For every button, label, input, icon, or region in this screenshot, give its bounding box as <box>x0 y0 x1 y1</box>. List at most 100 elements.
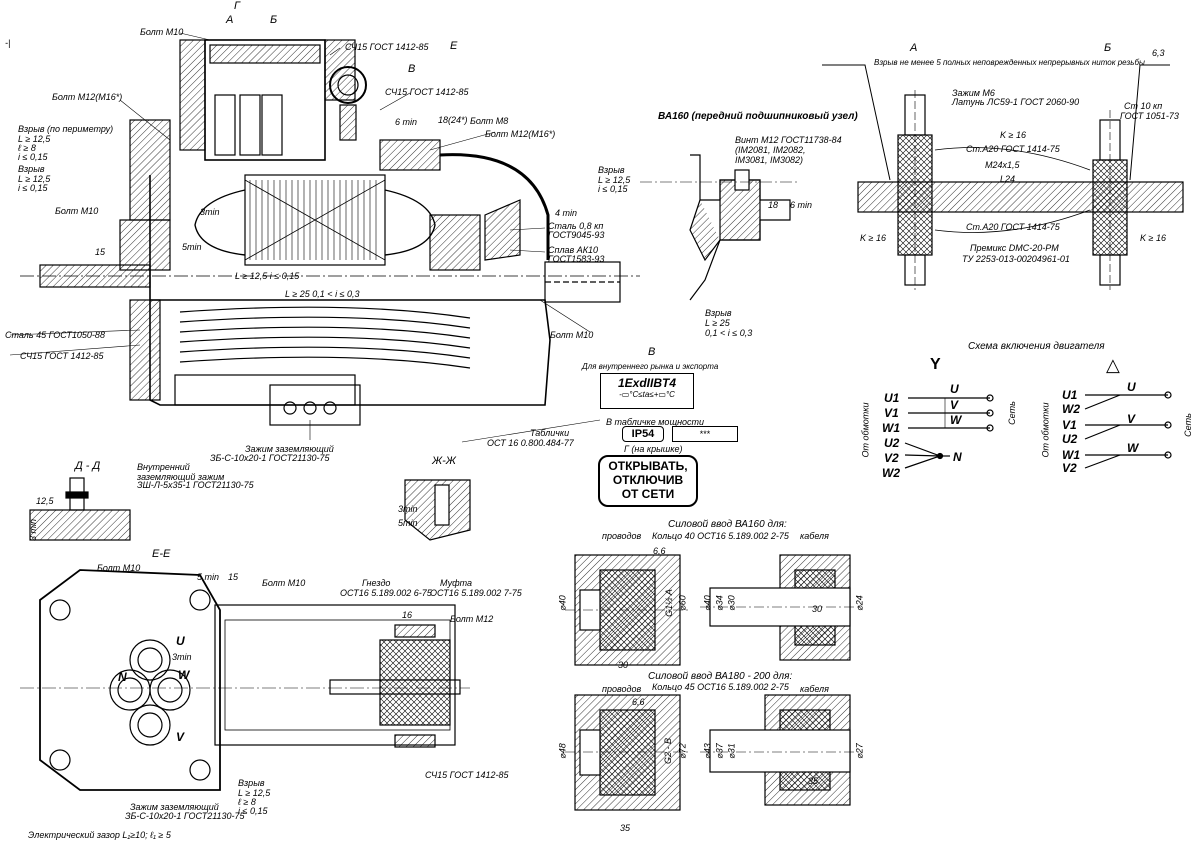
label-gap-vzryv: Взрыв <box>18 164 45 174</box>
ee-terminal-u: U <box>176 634 185 648</box>
dd-dim-125: 12,5 <box>36 496 54 506</box>
delta-terminal-w2: W2 <box>1062 402 1080 416</box>
section-mark-g: Г <box>234 0 240 12</box>
detail-k16-a: K ≥ 16 <box>1000 130 1026 140</box>
star-output-u: U <box>950 382 959 396</box>
bearing-variants: (IM2081, IM2082, <box>735 145 806 155</box>
pi160-dim-30b: 30 <box>812 604 823 614</box>
bearing-unit-title: ВА160 (передний подшипниковый узел) <box>658 111 858 122</box>
detail-b-title: Б <box>1104 42 1112 54</box>
pi160-dim-40: ⌀40 <box>557 595 568 611</box>
zhzh-view-drawing <box>404 479 471 541</box>
delta-symbol: △ <box>1106 355 1120 375</box>
ee-bolt-m10-b: Болт М10 <box>262 578 306 588</box>
label-bolt-m12: Болт М12(М16*) <box>52 92 123 102</box>
temp-range: -▭°C≤ta≤+▭°C <box>619 390 675 399</box>
bearing-vzryv: Взрыв <box>705 308 732 318</box>
label-gap-l125-a: L ≥ 12,5 <box>18 134 51 144</box>
pi160-dim-40b: ⌀40 <box>702 595 713 611</box>
detail-st10: Ст 10 кп <box>1124 101 1163 111</box>
label-gost9045: ГОСТ9045-93 <box>548 230 605 240</box>
ee-dim-16: 16 <box>402 610 413 620</box>
pi160-cables: кабеля <box>800 531 829 541</box>
plate-g-note: Г (на крышке) <box>624 444 683 454</box>
section-mark-e: Е <box>450 40 458 52</box>
delta-terminal-v1: V1 <box>1062 418 1077 432</box>
ip-extra-box: *** <box>672 426 738 442</box>
detail-m24: М24х1,5 <box>985 160 1020 170</box>
label-steel45: Сталь 45 ГОСТ1050-88 <box>5 330 105 340</box>
pi160-dim-30: ⌀30 <box>726 595 737 611</box>
ee-e8: ℓ ≥ 8 <box>238 797 256 807</box>
pi160-dim-60: ⌀60 <box>677 595 688 611</box>
delta-terminal-u1: U1 <box>1062 388 1078 402</box>
detail-tu: ТУ 2253-013-00204961-01 <box>962 254 1070 264</box>
pi160-dim-24: ⌀24 <box>854 595 865 611</box>
delta-terminal-v2: V2 <box>1062 461 1077 475</box>
star-terminal-u1: U1 <box>884 391 900 405</box>
wiring-title: Схема включения двигателя <box>968 341 1105 352</box>
zhzh-title: Ж-Ж <box>432 455 456 467</box>
dd-view-drawing <box>29 477 131 541</box>
pi180-dim-31: ⌀31 <box>726 743 737 759</box>
ee-title: Е-Е <box>152 548 171 560</box>
label-dim-15: 15 <box>95 247 106 257</box>
label-bolt-m10-bottom: Болт М10 <box>550 330 594 340</box>
label-ground-clamp: Зажим заземляющий <box>245 444 334 454</box>
label-gap-e8-a: ℓ ≥ 8 <box>18 143 36 153</box>
dd-internal2: заземляющий зажим <box>137 472 225 482</box>
star-terminal-u2: U2 <box>884 436 900 450</box>
label-l25-range: L ≥ 25 0,1 < i ≤ 0,3 <box>285 289 360 299</box>
dd-spec: ЗШ-Л-5х35-1 ГОСТ21130-75 <box>137 480 254 490</box>
pi160-dim-g: G1½ A <box>663 589 674 617</box>
pi180-dim-g: G2 - B <box>663 737 674 765</box>
pi180-dim-35a: 35 <box>620 823 631 833</box>
label-dim-3min: 3min <box>200 207 220 217</box>
pi180-title: Силовой ввод ВА180 - 200 для: <box>648 671 793 682</box>
pi160-dim-34: ⌀34 <box>714 595 725 611</box>
star-output-w: W <box>950 413 962 427</box>
ee-socket-spec: ОСТ16 5.189.002 6-75 <box>340 588 432 598</box>
delta-output-w: W <box>1127 441 1139 455</box>
label-dim-5min: 5min <box>182 242 202 252</box>
ee-vzryv: Взрыв <box>238 778 265 788</box>
zhzh-dim-5min: 5min <box>398 518 418 528</box>
detail-clamp: Зажим М6 <box>952 88 995 98</box>
wiring-scheme-drawing <box>904 391 1172 469</box>
pi180-rough: 6,6 <box>632 697 645 707</box>
star-terminal-w1: W1 <box>882 421 900 435</box>
detail-k16-right: K ≥ 16 <box>1140 233 1166 243</box>
zhzh-dim-3min: 3min <box>398 504 418 514</box>
ee-l125: L ≥ 12,5 <box>238 788 271 798</box>
network-star: Сеть <box>1006 401 1017 425</box>
pi160-ring: Кольцо 40 ОСТ16 5.189.002 2-75 <box>652 531 789 541</box>
detail-premix: Премикс DMC-20-PM <box>970 243 1059 253</box>
bearing-dim-18: 18 <box>768 200 779 210</box>
label-bolt-m8: Болт М8 <box>470 116 509 126</box>
label-splav-ak10: Сплав АК10 <box>548 245 599 255</box>
warning-line-2: ОТКЛЮЧИВ <box>612 473 684 487</box>
star-symbol: Y <box>930 356 941 373</box>
star-output-v: V <box>950 398 959 412</box>
label-dim-4min: 4 min <box>555 208 578 218</box>
pi180-dim-35b: 35 <box>808 776 819 786</box>
label-sch15-left: СЧ15 ГОСТ 1412-85 <box>20 351 104 361</box>
from-winding-delta: От обмотки <box>1040 402 1051 458</box>
detail-a-title: А <box>910 42 918 54</box>
warning-line-3: ОТ СЕТИ <box>621 487 675 501</box>
detail-gost1051: ГОСТ 1051-73 <box>1120 111 1179 121</box>
ee-bolt-m12: Болт М12 <box>450 614 494 624</box>
ee-terminal-w: W <box>178 668 190 682</box>
ex-marking-box: 1ExdIIBT4 -▭°C≤ta≤+▭°C <box>600 373 694 409</box>
pi180-dim-27: ⌀27 <box>854 743 865 759</box>
ee-dim-15: 15 <box>228 572 239 582</box>
label-i015-right: i ≤ 0,15 <box>598 184 628 194</box>
power-input-180-drawing <box>565 694 860 811</box>
ee-dim-5min: 5 min <box>197 572 220 582</box>
detail-k16-left: K ≥ 16 <box>860 233 886 243</box>
detail-st-a20-b: Ст.А20 ГОСТ 1414-75 <box>966 222 1060 232</box>
label-dim-6min: 6 min <box>395 117 418 127</box>
pi180-dim-43: ⌀43 <box>702 743 713 759</box>
detail-st-a20-a: Ст.А20 ГОСТ 1414-75 <box>966 144 1060 154</box>
label-dim-18-24: 18(24*) <box>438 115 468 125</box>
